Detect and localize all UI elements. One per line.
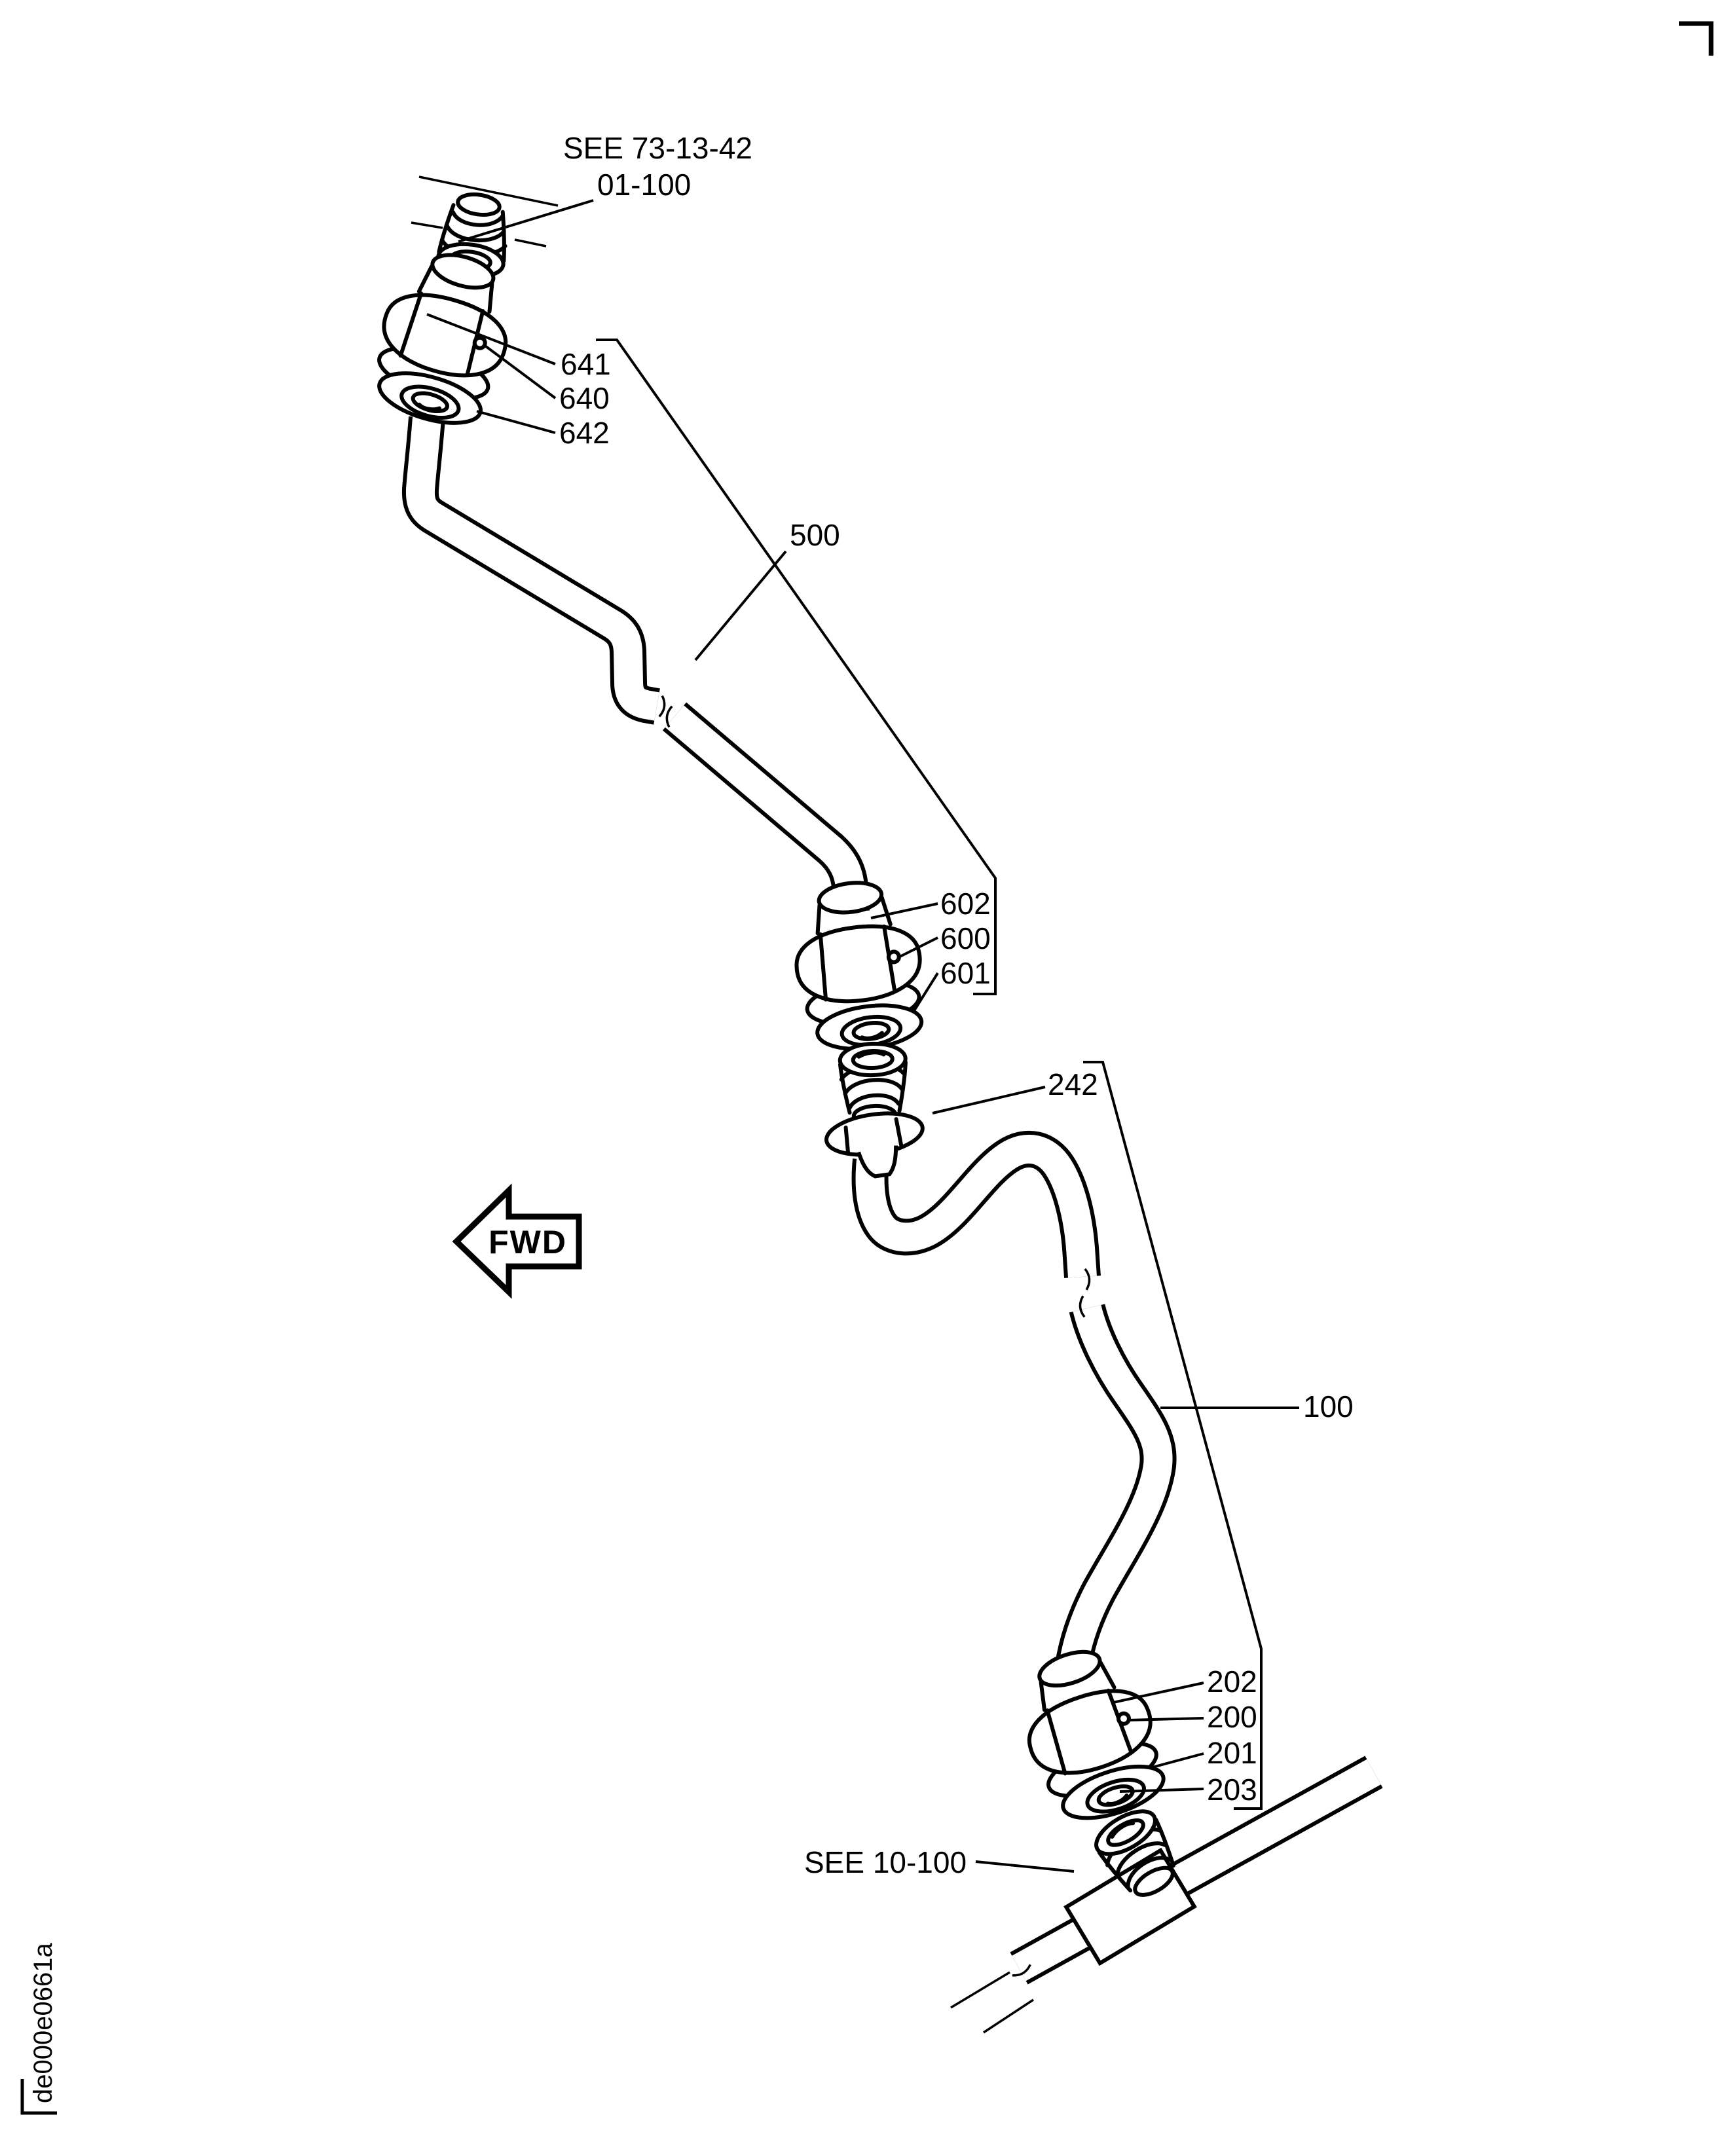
tube-100-lower-segment: [1054, 1304, 1177, 1678]
tube-500-upper-segment: [401, 416, 664, 725]
callout-500: 500: [790, 518, 840, 552]
callout-601: 601: [940, 956, 991, 990]
sheet-code: de000e0661a: [29, 1943, 58, 2103]
callout-602: 602: [940, 887, 991, 921]
callout-200: 200: [1207, 1700, 1257, 1734]
tube-500-lower-segment: [662, 702, 870, 913]
callout-242: 242: [1048, 1067, 1098, 1101]
leader-200: [1127, 1717, 1204, 1721]
bracket-242-to-lower-group: [1083, 1061, 1263, 1810]
tube-continuation-line: [950, 1971, 1010, 2009]
tube-break-mark: [658, 695, 666, 718]
leader-203: [1119, 1788, 1204, 1793]
engine-manifold-tube: [1010, 1756, 1383, 1985]
middle-nut-assembly: [787, 875, 930, 1056]
leader-201: [1149, 1752, 1204, 1769]
hatch-tick: [514, 238, 547, 248]
callout-202: 202: [1207, 1665, 1257, 1699]
callout-642: 642: [559, 416, 610, 450]
callout-100: 100: [1303, 1389, 1354, 1424]
corner-mark-top-right: [1679, 21, 1714, 56]
tube-break-mark: [1012, 1964, 1031, 1977]
lower-nut-assembly: [1007, 1636, 1175, 1832]
fwd-arrow-label: FWD: [489, 1224, 567, 1260]
callout-201: 201: [1207, 1736, 1257, 1770]
reference-top-line2: 01-100: [597, 168, 691, 202]
leader-ref-bottom: [975, 1860, 1075, 1873]
callout-640: 640: [559, 381, 610, 415]
leader-ref-top: [458, 199, 594, 243]
bracket-upper-to-middle-group: [596, 339, 997, 995]
union-242-collar: [824, 1111, 925, 1179]
hatch-tick: [411, 221, 443, 229]
tube-break-mark: [1079, 1295, 1086, 1318]
callout-641: 641: [561, 347, 611, 381]
callout-203: 203: [1207, 1773, 1257, 1807]
reference-top-line1: SEE 73-13-42: [563, 131, 752, 165]
leader-640: [482, 343, 557, 399]
reference-bottom: SEE 10-100: [804, 1845, 967, 1879]
leader-602: [870, 902, 938, 919]
tube-break-mark: [665, 705, 673, 728]
leader-242: [932, 1086, 1046, 1114]
fwd-arrow-outline: [452, 1183, 582, 1299]
leader-641: [426, 313, 556, 365]
corner-mark-bottom-left: [20, 2079, 57, 2115]
tube-continuation-line: [983, 1998, 1034, 2034]
tube-break-mark: [1084, 1268, 1091, 1291]
tube-100-upper-segment: [851, 1130, 1101, 1278]
leader-601: [912, 972, 939, 1013]
leader-500: [694, 550, 787, 661]
fwd-direction-arrow: FWD: [452, 1183, 582, 1299]
leader-202: [1113, 1682, 1204, 1704]
cut-plane-line: [418, 175, 559, 207]
callout-600: 600: [940, 921, 991, 955]
leader-600: [896, 936, 938, 959]
leader-642: [476, 410, 556, 434]
